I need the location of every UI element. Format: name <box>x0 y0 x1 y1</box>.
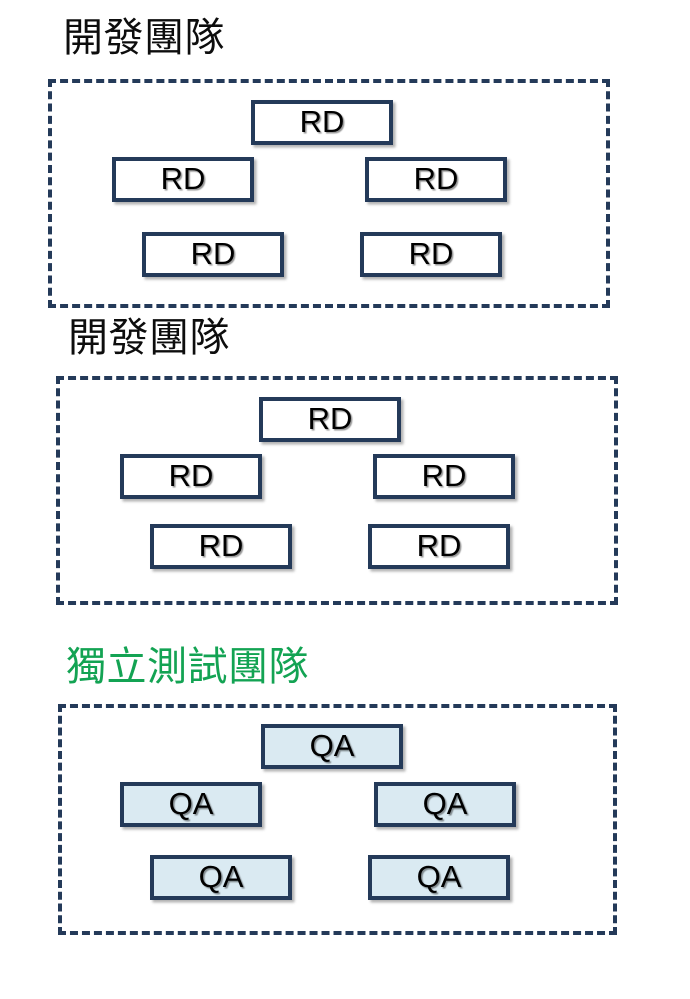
member-chip-rd[interactable]: RD <box>365 157 507 202</box>
member-chip-rd[interactable]: RD <box>373 454 515 499</box>
group-title-independent-test-team: 獨立測試團隊 <box>66 645 309 689</box>
member-chip-rd[interactable]: RD <box>112 157 254 202</box>
member-chip-qa[interactable]: QA <box>261 724 403 769</box>
member-chip-rd[interactable]: RD <box>120 454 262 499</box>
group-title-dev-team-1: 開發團隊 <box>63 16 225 60</box>
member-chip-rd[interactable]: RD <box>368 524 510 569</box>
member-chip-rd[interactable]: RD <box>142 232 284 277</box>
member-chip-qa[interactable]: QA <box>368 855 510 900</box>
member-chip-label: RD <box>190 236 236 271</box>
member-chip-rd[interactable]: RD <box>360 232 502 277</box>
member-chip-label: QA <box>416 859 462 894</box>
member-chip-label: RD <box>299 104 345 139</box>
member-chip-label: RD <box>413 161 459 196</box>
member-chip-label: QA <box>309 728 355 763</box>
member-chip-label: RD <box>408 236 454 271</box>
member-chip-rd[interactable]: RD <box>259 397 401 442</box>
group-title-dev-team-2: 開發團隊 <box>68 316 230 360</box>
member-chip-qa[interactable]: QA <box>150 855 292 900</box>
member-chip-label: RD <box>416 528 462 563</box>
member-chip-rd[interactable]: RD <box>251 100 393 145</box>
member-chip-rd[interactable]: RD <box>150 524 292 569</box>
member-chip-qa[interactable]: QA <box>120 782 262 827</box>
member-chip-label: QA <box>422 786 468 821</box>
member-chip-label: RD <box>198 528 244 563</box>
member-chip-label: RD <box>160 161 206 196</box>
member-chip-label: QA <box>198 859 244 894</box>
member-chip-label: RD <box>168 458 214 493</box>
member-chip-qa[interactable]: QA <box>374 782 516 827</box>
member-chip-label: RD <box>421 458 467 493</box>
member-chip-label: QA <box>168 786 214 821</box>
member-chip-label: RD <box>307 401 353 436</box>
